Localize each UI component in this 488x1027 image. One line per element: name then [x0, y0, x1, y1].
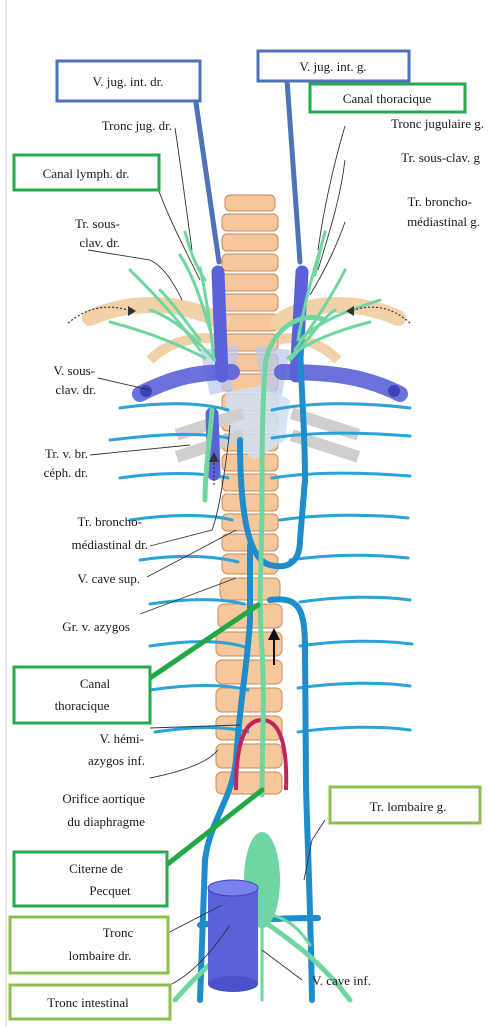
label-tronc-lombaire-dr-2: lombaire dr. — [69, 948, 132, 963]
label-tronc-intestinal: Tronc intestinal — [47, 995, 129, 1010]
label-tr-sous-clav-dr-1: Tr. sous- — [75, 216, 120, 231]
vertebra — [216, 688, 282, 712]
label-v-cave-inf: V. cave inf. — [312, 973, 371, 988]
label-tr-broncho-med-g-2: médiastinal g. — [407, 214, 480, 229]
label-v-jug-int-g: V. jug. int. g. — [299, 59, 366, 74]
vertebra — [222, 314, 278, 331]
vertebra — [222, 214, 278, 231]
label-v-sous-clav-dr-1: V. sous- — [53, 363, 95, 378]
label-canal-thoracique-top: Canal thoracique — [343, 91, 432, 106]
internal-jugular-vein-right — [218, 272, 222, 376]
label-canal-lymph-dr: Canal lymph. dr. — [43, 166, 130, 181]
vein-end — [140, 385, 152, 397]
label-tr-sous-clav-g: Tr. sous-clav. g — [401, 150, 480, 165]
label-v-sous-clav-dr-2: clav. dr. — [55, 382, 96, 397]
label-tr-broncho-med-dr-2: médiastinal dr. — [71, 537, 148, 552]
label-tronc-jug-dr: Tronc jug. dr. — [102, 118, 172, 133]
label-canal-thoracique-2: thoracique — [55, 698, 110, 713]
label-tr-broncho-med-g-1: Tr. broncho- — [407, 194, 472, 209]
vein-end — [388, 385, 400, 397]
spine — [216, 195, 282, 794]
box-tronc-lombaire-dr — [10, 917, 168, 973]
label-citerne-2: Pecquet — [89, 883, 131, 898]
label-tronc-jugulaire-g: Tronc jugulaire g. — [391, 116, 484, 131]
pointer-v-jug-int-dr — [196, 103, 219, 262]
label-tronc-lombaire-dr-1: Tronc — [103, 925, 134, 940]
vertebra — [222, 474, 278, 491]
vertebra — [222, 294, 278, 311]
label-v-cave-sup: V. cave sup. — [77, 571, 140, 586]
label-tr-lombaire-g: Tr. lombaire g. — [370, 799, 447, 814]
label-orifice-aortique-1: Orifice aortique — [62, 791, 145, 806]
label-v-hemi-azygos-2: azygos inf. — [88, 753, 145, 768]
label-tr-sous-clav-dr-2: clav. dr. — [79, 235, 120, 250]
label-tr-v-br-ceph-dr-1: Tr. v. br. — [45, 446, 88, 461]
vertebra — [225, 195, 275, 211]
vertebra — [222, 254, 278, 271]
vertebra — [222, 454, 278, 471]
pointer-v-jug-int-g — [287, 80, 300, 262]
vertebra — [222, 234, 278, 251]
vertebra — [222, 274, 278, 291]
label-v-jug-int-dr: V. jug. int. dr. — [93, 74, 164, 89]
label-v-hemi-azygos-1: V. hémi- — [99, 731, 144, 746]
label-gr-v-azygos: Gr. v. azygos — [62, 619, 130, 634]
label-tr-broncho-med-dr-1: Tr. broncho- — [77, 514, 142, 529]
vertebra — [216, 744, 282, 768]
label-orifice-aortique-2: du diaphragme — [67, 814, 145, 829]
inferior-vena-cava — [208, 880, 258, 992]
vertebra — [222, 494, 278, 511]
label-tr-v-br-ceph-dr-2: céph. dr. — [44, 465, 88, 480]
label-canal-thoracique-1: Canal — [80, 676, 111, 691]
label-citerne-1: Citerne de — [69, 861, 123, 876]
